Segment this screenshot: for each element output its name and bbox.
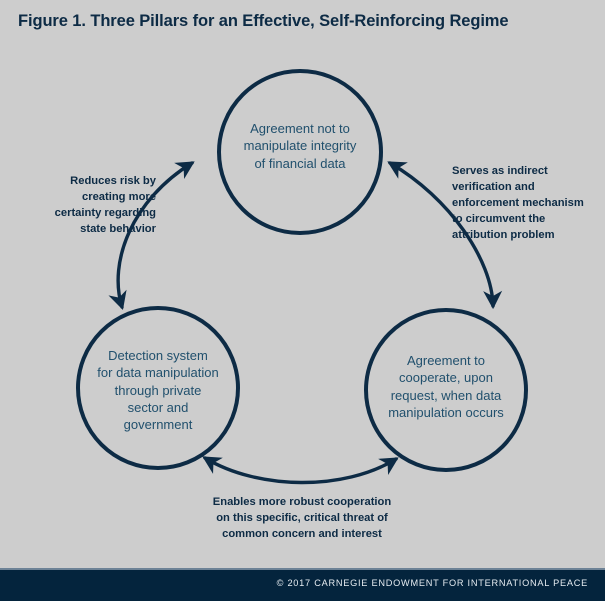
connector-label-right-line-1: Serves as indirect — [452, 165, 548, 177]
connector-label-right-line-5: attribution problem — [452, 228, 555, 241]
figure-title: Figure 1. Three Pillars for an Effective… — [18, 12, 509, 30]
connector-label-left-line-1: Reduces risk by — [70, 175, 156, 187]
connector-label-right-line-4: to circumvent the — [452, 212, 546, 225]
connector-arrow-left — [108, 161, 195, 311]
connector-label-right-line-2: verification and — [452, 180, 535, 193]
copyright-text: © 2017 CARNEGIE ENDOWMENT FOR INTERNATIO… — [276, 578, 588, 588]
node-circle-top — [217, 69, 383, 235]
node-circle-left — [76, 306, 240, 470]
connector-label-left-line-4: state behavior — [80, 222, 156, 235]
footer-bar — [0, 568, 605, 601]
connector-label-right: Serves as indirect verification and enfo… — [452, 164, 594, 244]
connector-label-left-line-2: creating more — [82, 190, 156, 203]
connector-label-bottom-line-3: common concern and interest — [222, 527, 382, 540]
connector-label-left: Reduces risk by creating more certainty … — [18, 174, 156, 238]
connector-label-bottom-line-1: Enables more robust cooperation — [212, 496, 392, 508]
connector-arrow-right — [387, 161, 503, 310]
node-circle-right — [364, 308, 528, 472]
connector-label-bottom: Enables more robust cooperation on this … — [152, 495, 452, 543]
connector-label-right-line-3: enforcement mechanism — [452, 196, 584, 209]
connector-arrow-bottom — [202, 456, 399, 485]
connector-label-bottom-line-2: on this specific, critical threat of — [216, 511, 388, 524]
connector-label-left-line-3: certainty regarding — [54, 206, 156, 219]
